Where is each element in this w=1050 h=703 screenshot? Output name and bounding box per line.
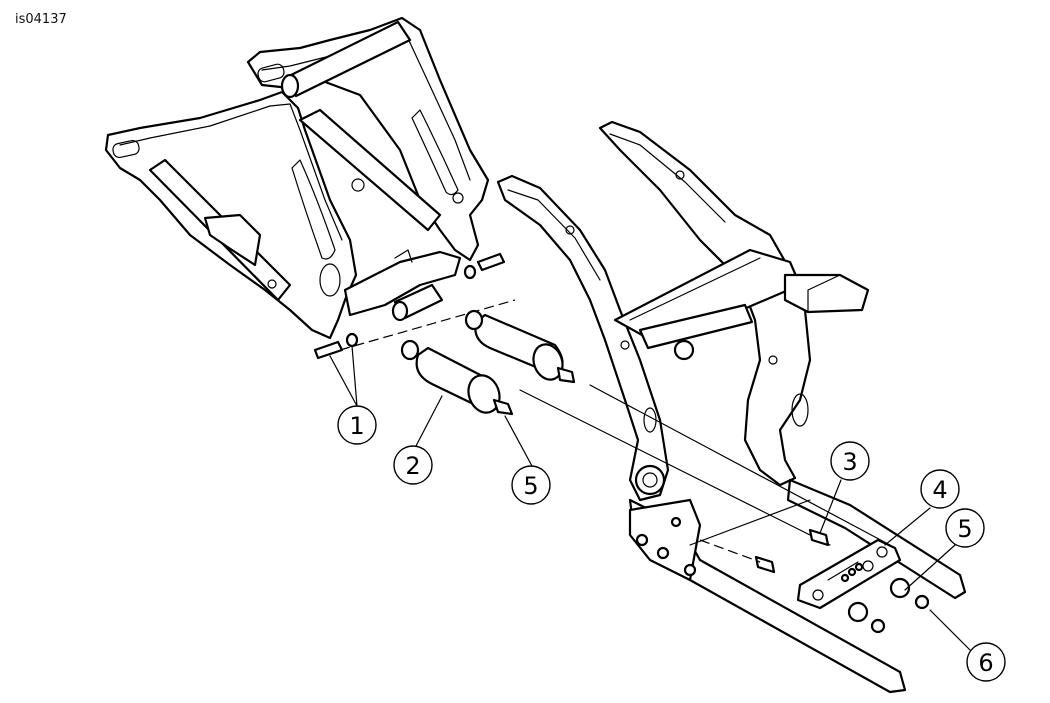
callout-4: 4 <box>920 469 960 509</box>
image-id-label: is04137 <box>15 12 67 27</box>
callout-1: 1 <box>337 405 377 445</box>
callout-3-label: 3 <box>842 448 857 476</box>
callout-5-right-label: 5 <box>957 515 972 543</box>
callout-2-label: 2 <box>405 452 420 480</box>
callout-2: 2 <box>393 445 433 485</box>
left-frame-assembly <box>104 16 490 340</box>
callout-3: 3 <box>830 441 870 481</box>
isolator-upper <box>464 309 576 384</box>
callout-5-left: 5 <box>511 465 551 505</box>
callout-leaders <box>329 345 971 651</box>
isolator-lower <box>400 339 514 416</box>
callout-5-right: 5 <box>945 508 985 548</box>
left-frame-fasteners <box>313 252 516 360</box>
callout-6-label: 6 <box>978 649 993 677</box>
callout-4-label: 4 <box>932 476 947 504</box>
callout-1-label: 1 <box>349 412 364 440</box>
callout-5-left-label: 5 <box>523 472 538 500</box>
callout-6: 6 <box>966 642 1006 682</box>
right-frame-assembly <box>496 120 967 694</box>
